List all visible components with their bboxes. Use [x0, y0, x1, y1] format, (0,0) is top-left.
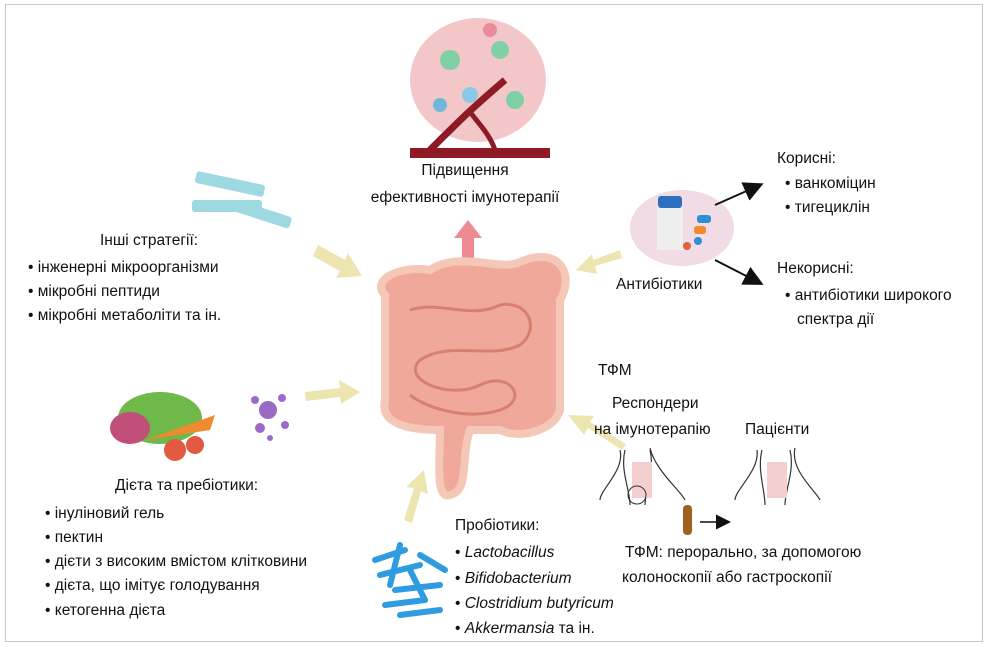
fmt-title: ТФМ: [598, 362, 632, 379]
bacteria-illustration: [192, 171, 292, 229]
patients-label: Пацієнти: [745, 421, 810, 438]
probiotic-item: Bifidobacterium: [455, 570, 572, 588]
probiotics-illustration: [372, 542, 448, 618]
harmful-item: антибіотики широкого: [785, 287, 952, 305]
immunotherapy-line1: Підвищення: [421, 162, 509, 179]
up-arrow: [454, 220, 482, 265]
tumor-microenvironment-illustration: [410, 18, 550, 158]
diet-item: інуліновий гель: [45, 505, 164, 523]
diet-title: Дієта та пребіотики:: [115, 477, 259, 494]
antibiotics-illustration: [630, 190, 734, 266]
input-arrows: [305, 245, 626, 523]
probiotic-suffix: та ін.: [554, 620, 595, 637]
useful-item: ванкоміцин: [785, 175, 876, 193]
fmt-note-line2: колоноскопії або гастроскопії: [622, 569, 832, 586]
useful-title: Корисні:: [777, 150, 836, 167]
fmt-note-line1: ТФМ: перорально, за допомогою: [625, 544, 862, 561]
harmful-title: Некорисні:: [777, 260, 854, 277]
probiotic-name: Clostridium butyricum: [464, 595, 614, 612]
probiotics-title: Пробіотики:: [455, 517, 540, 534]
body-outlines: [599, 447, 821, 506]
intestine-illustration: [377, 253, 570, 500]
immunotherapy-line2: ефективності імунотерапії: [370, 189, 560, 206]
probiotic-name: Lactobacillus: [464, 544, 555, 561]
responders-line2: на імунотерапію: [594, 421, 711, 438]
useful-item: тигециклін: [785, 199, 870, 217]
prebiotic-molecule-illustration: [251, 394, 289, 441]
sample-tube: [683, 505, 692, 535]
diet-item: пектин: [45, 529, 103, 547]
other-strategy-item: інженерні мікроорганізми: [28, 259, 219, 277]
frame: [5, 4, 983, 642]
other-strategy-item: мікробні метаболіти та ін.: [28, 307, 222, 325]
antibiotics-label: Антибіотики: [616, 276, 703, 293]
vegetables-illustration: [110, 392, 215, 461]
diet-item: дієта, що імітує голодування: [45, 577, 260, 595]
probiotic-name: Bifidobacterium: [464, 570, 572, 587]
other-strategies-title: Інші стратегії:: [100, 232, 199, 249]
responders-line1: Респондери: [612, 395, 699, 412]
other-strategy-item: мікробні пептиди: [28, 283, 160, 301]
diet-item: кетогенна дієта: [45, 602, 166, 620]
probiotic-item: Clostridium butyricum: [455, 595, 614, 613]
harmful-item-cont: спектра дії: [797, 311, 875, 328]
probiotic-item: Akkermansia та ін.: [455, 620, 595, 638]
diet-item: дієти з високим вмістом клітковини: [45, 553, 307, 571]
probiotic-item: Lactobacillus: [455, 544, 555, 562]
probiotic-name: Akkermansia: [464, 620, 555, 637]
